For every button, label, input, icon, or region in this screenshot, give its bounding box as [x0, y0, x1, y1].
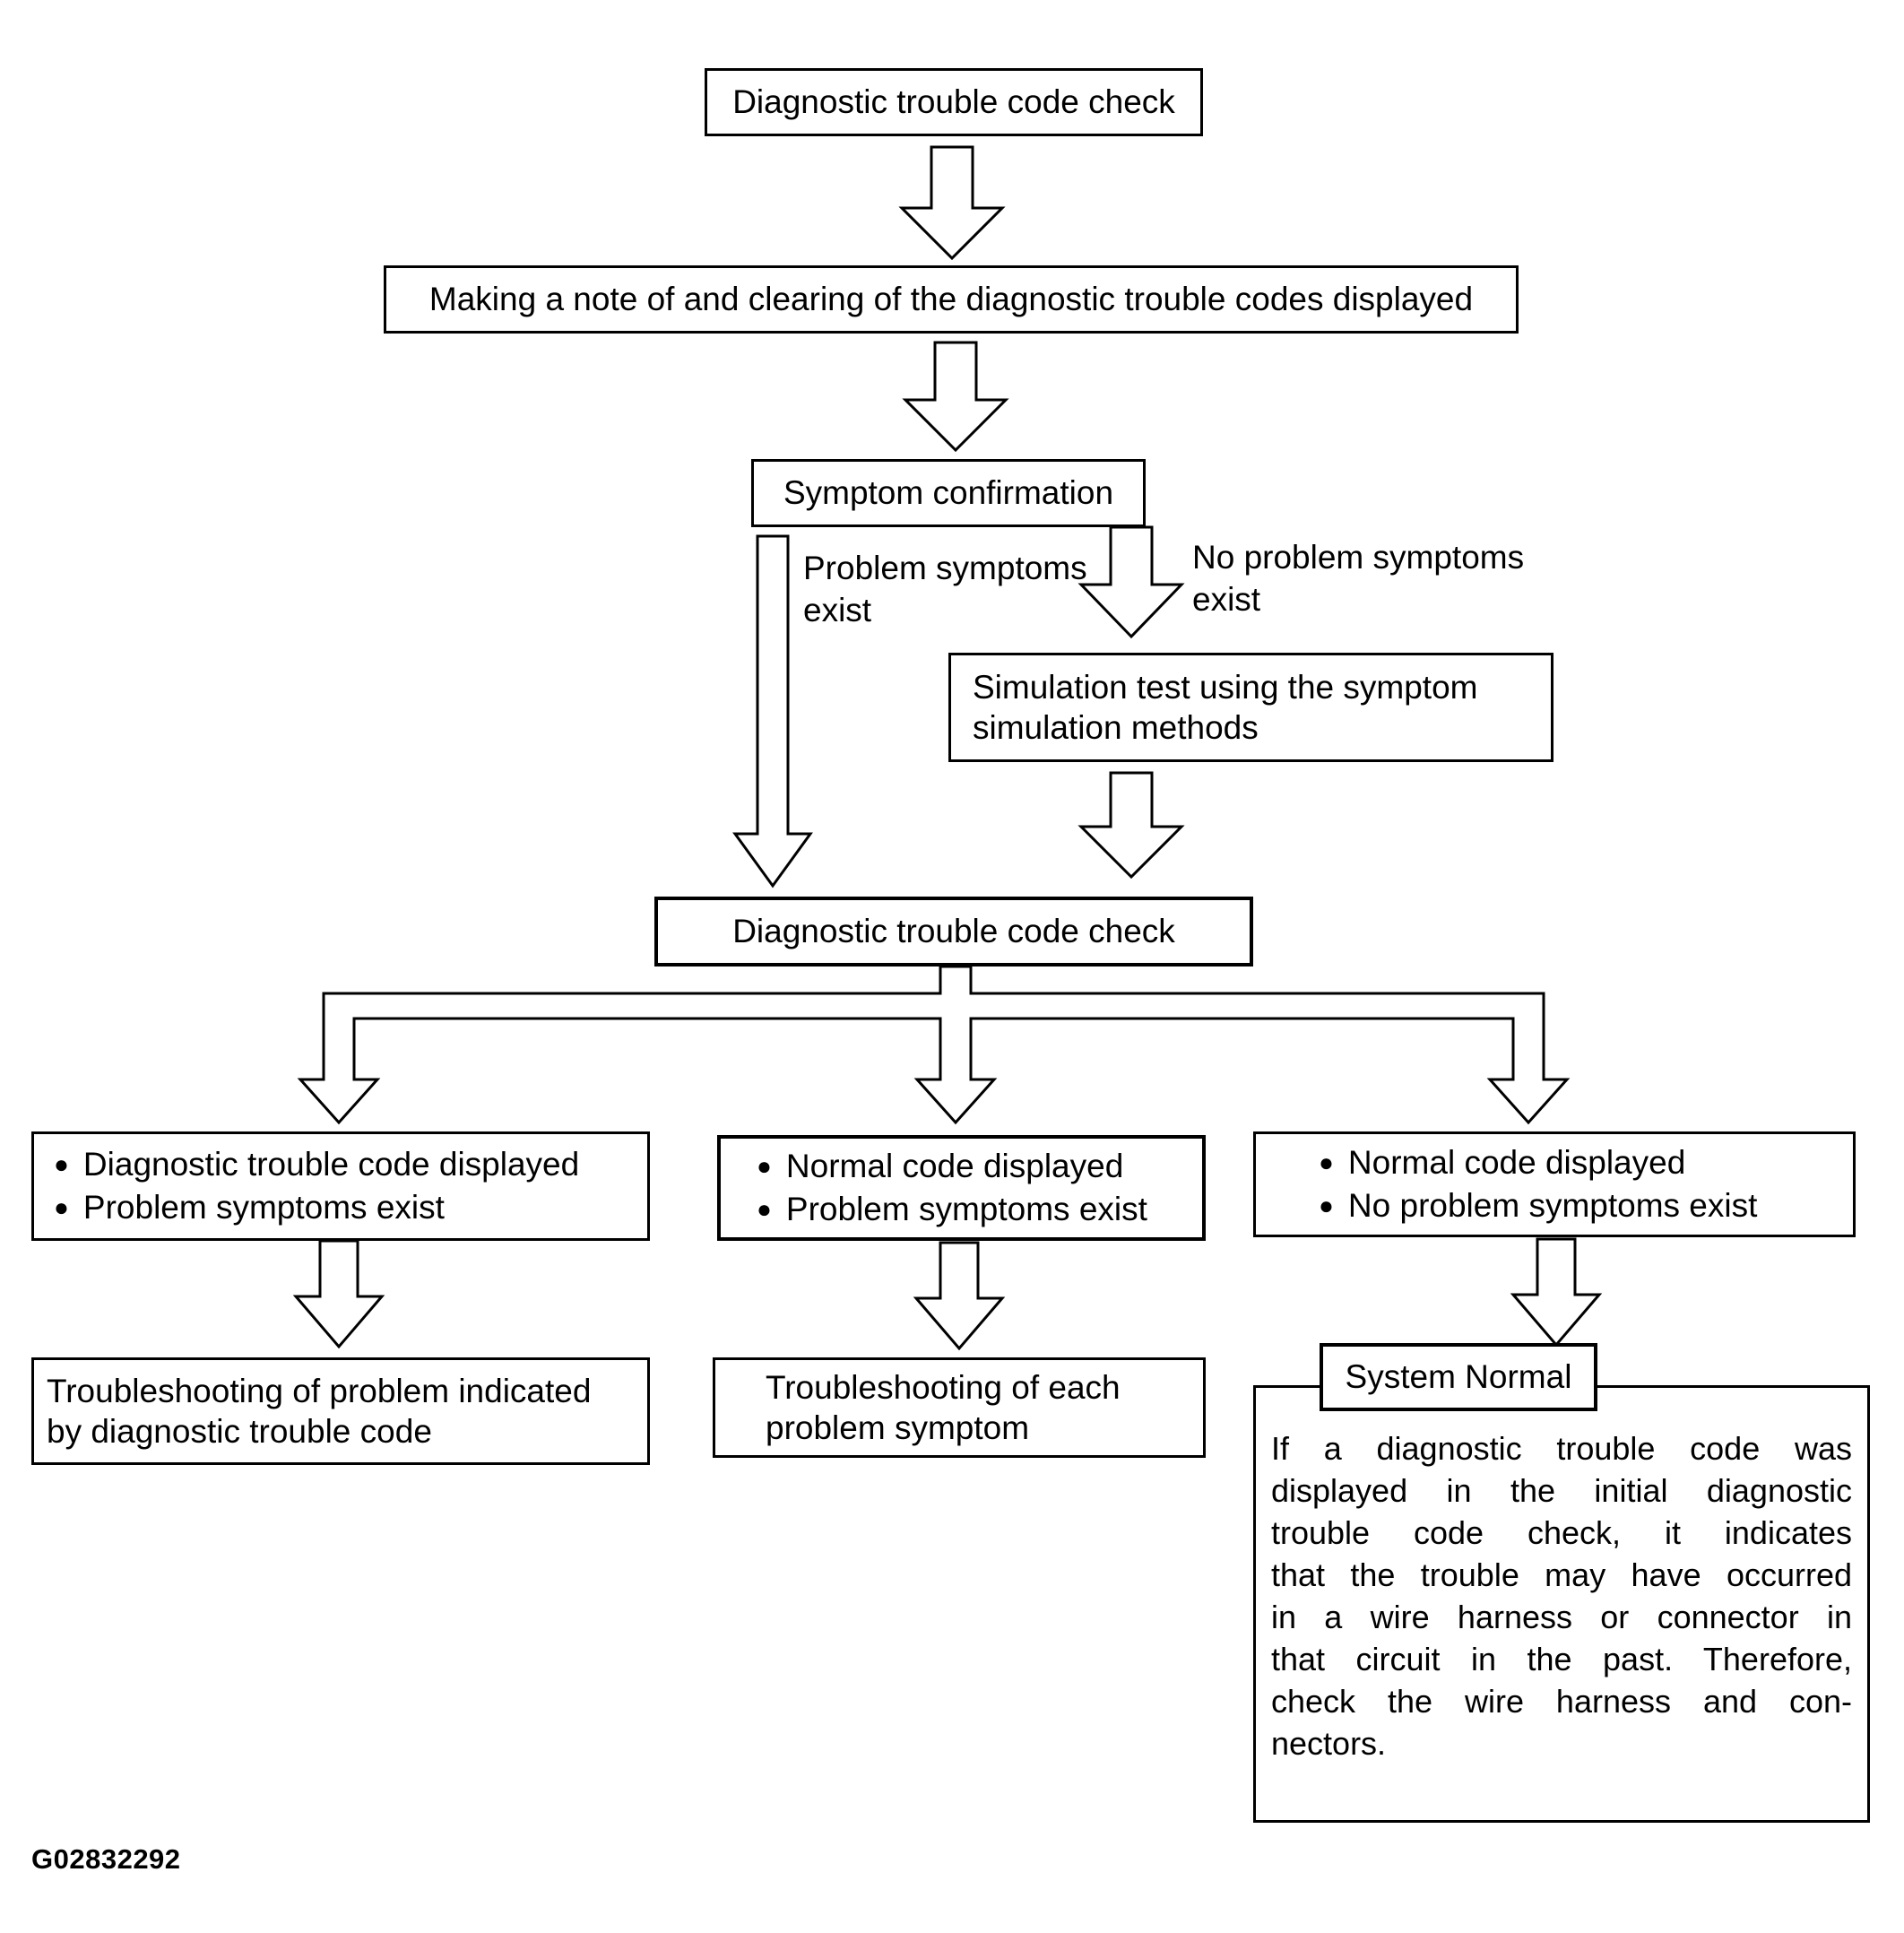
bullet-text: Problem symptoms exist — [785, 1191, 1147, 1227]
branch-label-line: exist — [1192, 581, 1261, 618]
node-label: Making a note of and clearing of the dia… — [428, 281, 1474, 318]
three-way-branch-connector — [297, 965, 1571, 1125]
bullet-icon: ● — [54, 1193, 69, 1221]
branch-label-problem-symptoms: Problem symptoms exist — [803, 547, 1087, 631]
node-label-line: Simulation test using the symptom — [973, 668, 1478, 706]
bullet-text: Normal code displayed — [1347, 1144, 1686, 1181]
description-line: that the trouble may have occurred — [1271, 1556, 1852, 1593]
arrow-down-icon — [1077, 771, 1185, 880]
node-label: System Normal — [1345, 1358, 1572, 1395]
arrow-down-icon — [1077, 525, 1185, 639]
node-outcome-normal-code-symptoms: ● Normal code displayed ● Problem sympto… — [717, 1135, 1206, 1241]
bullet-icon: ● — [1319, 1192, 1334, 1219]
node-outcome-normal-code-no-symptoms: ● Normal code displayed ● No problem sym… — [1253, 1131, 1856, 1237]
arrow-down-icon — [902, 341, 1009, 453]
node-label-line: Troubleshooting of each — [766, 1368, 1121, 1406]
bullet-line: ● Normal code displayed — [1319, 1141, 1685, 1184]
description-line: displayed in the initial diagnostic — [1271, 1472, 1852, 1509]
bullet-text: No problem symptoms exist — [1347, 1187, 1758, 1224]
node-diagnostic-trouble-code-check-2: Diagnostic trouble code check — [654, 897, 1253, 966]
bullet-text: Normal code displayed — [785, 1148, 1124, 1184]
description-line: in a wire harness or connector in — [1271, 1599, 1852, 1635]
bullet-line: ● Problem symptoms exist — [54, 1186, 445, 1229]
branch-label-line: No problem symptoms — [1192, 539, 1525, 576]
figure-id-label: G02832292 — [31, 1843, 181, 1875]
branch-label-line: Problem symptoms — [803, 550, 1087, 586]
node-note-and-clear-codes: Making a note of and clearing of the dia… — [384, 265, 1519, 334]
node-label-line: problem symptom — [766, 1409, 1030, 1446]
node-simulation-test: Simulation test using the symptom simula… — [948, 653, 1553, 762]
node-troubleshooting-each-symptom: Troubleshooting of each problem symptom — [713, 1357, 1206, 1458]
arrow-down-icon — [292, 1239, 385, 1349]
description-line: If a diagnostic trouble code was — [1271, 1430, 1852, 1467]
system-normal-description: If a diagnostic trouble code was display… — [1271, 1427, 1852, 1764]
node-label: Diagnostic trouble code check — [732, 83, 1175, 121]
node-label-line: by diagnostic trouble code — [47, 1413, 432, 1450]
arrow-down-icon — [913, 1241, 1006, 1351]
branch-label-no-problem-symptoms: No problem symptoms exist — [1192, 536, 1524, 620]
arrow-down-icon — [898, 145, 1006, 261]
bullet-icon: ● — [54, 1150, 69, 1178]
branch-label-line: exist — [803, 592, 872, 628]
bullet-icon: ● — [757, 1195, 772, 1223]
arrow-down-icon — [1510, 1237, 1603, 1348]
node-symptom-confirmation: Symptom confirmation — [751, 459, 1146, 527]
bullet-line: ● Problem symptoms exist — [757, 1188, 1147, 1231]
bullet-line: ● Normal code displayed — [757, 1145, 1123, 1188]
node-label-line: Troubleshooting of problem indicated — [47, 1372, 592, 1409]
description-line: trouble code check, it indicates — [1271, 1514, 1852, 1551]
node-troubleshooting-by-code: Troubleshooting of problem indicated by … — [31, 1357, 650, 1465]
arrow-down-long-icon — [732, 534, 813, 888]
node-label: Diagnostic trouble code check — [732, 913, 1175, 950]
node-label-line: simulation methods — [973, 709, 1259, 746]
bullet-icon: ● — [1319, 1149, 1334, 1176]
bullet-text: Problem symptoms exist — [82, 1189, 445, 1226]
bullet-line: ● No problem symptoms exist — [1319, 1184, 1757, 1227]
node-system-normal: System Normal — [1320, 1343, 1597, 1411]
bullet-line: ● Diagnostic trouble code displayed — [54, 1143, 579, 1186]
bullet-icon: ● — [757, 1152, 772, 1180]
description-line: check the wire harness and con- — [1271, 1683, 1852, 1720]
description-line: nectors. — [1271, 1725, 1387, 1762]
node-outcome-code-displayed-symptoms: ● Diagnostic trouble code displayed ● Pr… — [31, 1131, 650, 1241]
node-diagnostic-trouble-code-check-1: Diagnostic trouble code check — [705, 68, 1203, 136]
description-line: that circuit in the past. Therefore, — [1271, 1641, 1852, 1677]
node-label: Symptom confirmation — [783, 474, 1114, 512]
bullet-text: Diagnostic trouble code displayed — [82, 1146, 580, 1183]
